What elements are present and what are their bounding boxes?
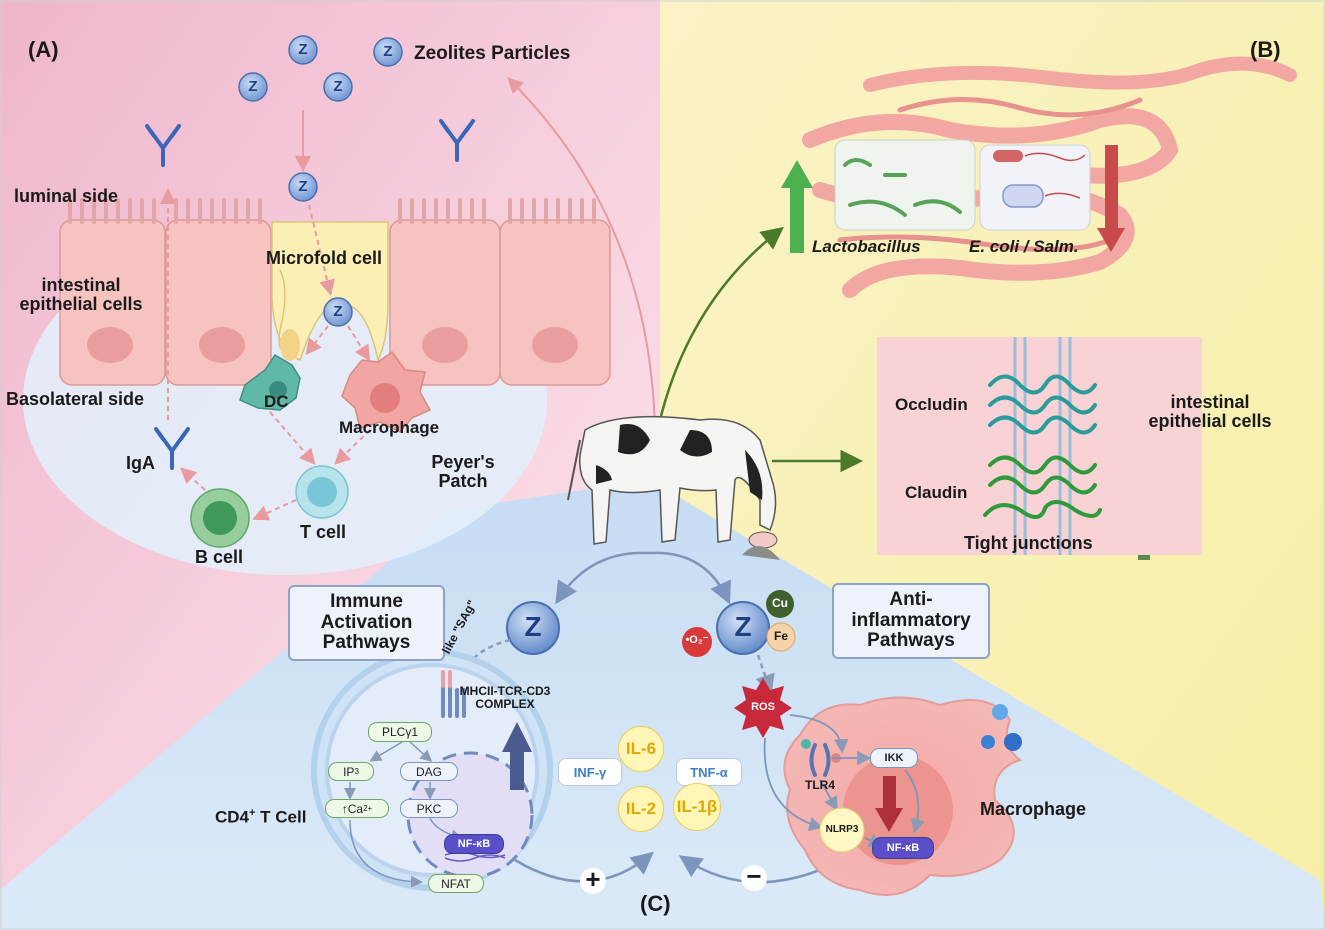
bacteria-good-box <box>834 139 976 231</box>
ros-label: ROS <box>751 701 775 713</box>
macrophage-c <box>783 696 1023 896</box>
zeolites-label: Zeolites Particles <box>414 43 571 64</box>
iga-label: IgA <box>126 453 155 473</box>
ecoli-salm-label: E. coli / Salm. <box>969 237 1079 256</box>
cytokine-tnf-alpha: TNF-α <box>676 758 742 786</box>
occludin-strands <box>988 374 1097 435</box>
peyers-patch-label: Peyer's Patch <box>431 452 495 491</box>
z-symbol: Z <box>333 303 343 320</box>
minus-sign <box>741 865 767 891</box>
macrophage-label-c: Macrophage <box>980 799 1087 819</box>
lactobacillus-label: Lactobacillus <box>812 237 921 256</box>
bacteria-good <box>843 158 962 217</box>
plus-sign <box>580 868 606 894</box>
antibodies <box>145 119 475 470</box>
epithelial-cells-label: intestinal epithelial cells <box>19 275 143 314</box>
cd4-tcell-label: CD4+ T Cell <box>215 807 307 827</box>
cytokine-il1b: IL-1β <box>673 783 721 831</box>
ros-burst <box>734 678 792 738</box>
epithelium <box>59 219 611 386</box>
bcell-label: B cell <box>195 547 244 567</box>
z-symbol-anti: Z <box>734 611 752 642</box>
dc-cell <box>239 353 301 411</box>
nfat-pill: NFAT <box>428 874 484 893</box>
tcell-label: T cell <box>300 522 347 542</box>
cu-ion <box>766 590 794 618</box>
microvilli <box>68 198 596 224</box>
claudin-strands <box>983 455 1102 519</box>
arrow-down-nfkb <box>875 776 903 832</box>
nlrp3 <box>819 807 865 853</box>
cytokine-il6: IL-6 <box>618 726 664 772</box>
arrows-cow-b <box>658 226 863 473</box>
epithelial-cells-label-b: intestinal epithelial cells <box>1148 392 1272 431</box>
minus-label: − <box>746 861 762 891</box>
mhc-complex-label: MHCII-TCR-CD3 COMPLEX <box>459 684 551 711</box>
arrow-up-lactobacillus <box>781 160 813 253</box>
dag-pill: DAG <box>400 762 458 781</box>
z-symbol: Z <box>298 41 308 58</box>
panel-label-c: (C) <box>640 891 671 916</box>
occludin-label: Occludin <box>895 395 968 414</box>
cytokine-inf-gamma: INF-γ <box>558 758 622 786</box>
fe-ion <box>766 622 796 652</box>
immune-activation-box: Immune Activation Pathways <box>288 585 445 661</box>
nlrp3-label: NLRP3 <box>825 824 859 835</box>
panel-label-b: (B) <box>1250 37 1281 62</box>
zeolite-anti <box>716 601 770 655</box>
ikk-pill: IKK <box>870 748 918 768</box>
plus-label: + <box>585 864 601 894</box>
tlr4-receptor <box>809 743 831 777</box>
z-symbol: Z <box>383 43 393 60</box>
pkc-pill: PKC <box>400 799 458 818</box>
bacteria-bad <box>993 150 1086 208</box>
macrophage-label-a: Macrophage <box>339 418 440 437</box>
cu-label: Cu <box>772 596 788 610</box>
claudin-label: Claudin <box>905 483 968 502</box>
dc-label: DC <box>264 392 289 411</box>
tight-junction-panel <box>877 337 1202 555</box>
macrophage-a <box>341 350 432 433</box>
anti-inflammatory-box: Anti- inflammatory Pathways <box>832 583 990 659</box>
arrow-up-tcell <box>502 722 532 790</box>
membranes <box>1013 337 1072 555</box>
basolateral-side-label: Basolateral side <box>6 389 145 409</box>
panel-label-a: (A) <box>28 37 59 62</box>
z-symbol: Z <box>248 78 258 95</box>
o2-radical <box>682 627 712 657</box>
z-symbol: Z <box>298 178 308 195</box>
fe-label: Fe <box>773 629 788 643</box>
luminal-side-label: luminal side <box>14 186 119 206</box>
z-symbol-immune: Z <box>524 611 542 642</box>
microfold-cell-label: Microfold cell <box>266 248 383 268</box>
mhc-tcr-complex <box>441 670 466 718</box>
tlr4-label: TLR4 <box>805 778 835 792</box>
zeolite-immune <box>506 601 560 655</box>
tight-junctions-label: Tight junctions <box>964 533 1093 553</box>
nfkb-pill-tcell: NF-κB <box>444 834 504 854</box>
arrow-down-pathogens <box>1097 145 1125 252</box>
nfkb-pill-macrophage: NF-κB <box>872 837 934 859</box>
arrows-a <box>160 77 656 521</box>
cow-illustration <box>567 415 780 560</box>
zeolite-particles <box>238 35 403 327</box>
o2-label: •O₂⁻ <box>685 634 709 646</box>
plc-pill: PLCγ1 <box>368 722 432 742</box>
cytokine-il2: IL-2 <box>618 786 664 832</box>
z-symbol: Z <box>333 78 343 95</box>
